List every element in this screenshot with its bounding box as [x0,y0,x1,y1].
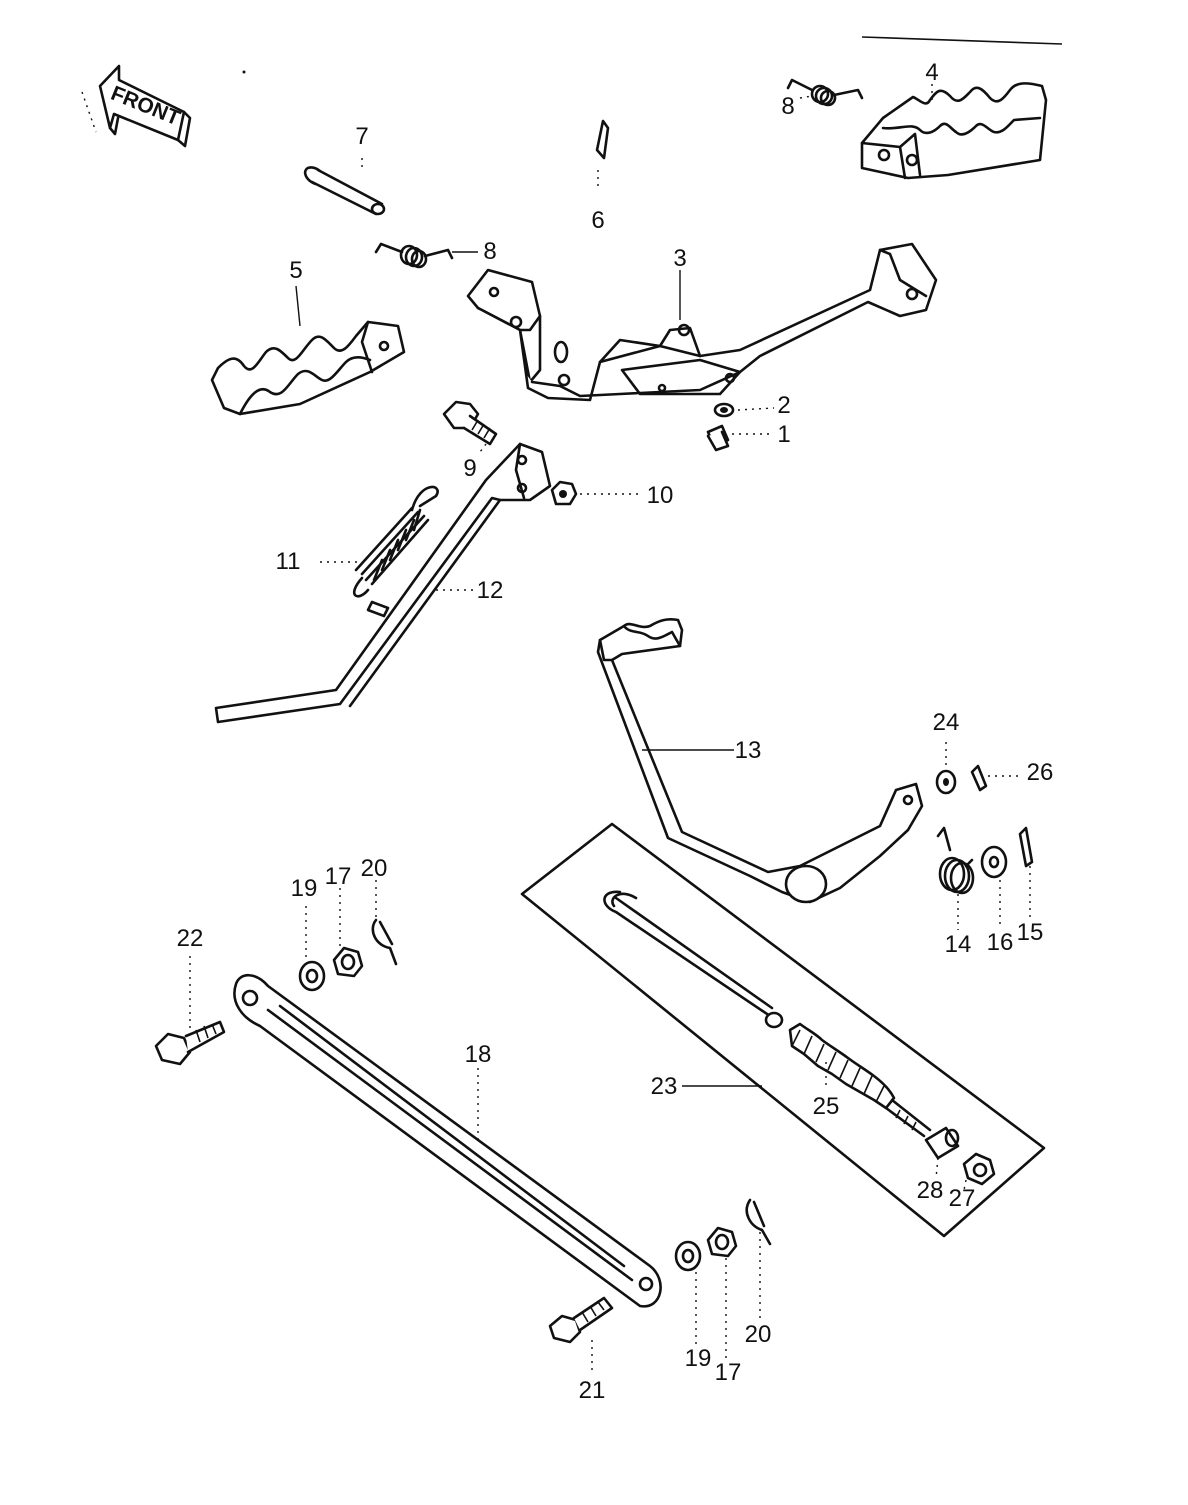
callout-11: 11 [276,548,301,575]
nut-17-lower [706,1226,738,1258]
callout-2: 2 [777,392,790,419]
side-stand-bolt [442,400,498,446]
callout-17-upper: 17 [325,863,352,890]
washer-24 [935,769,957,795]
callout-17-lower: 17 [715,1359,742,1386]
callout-24: 24 [933,709,960,736]
callout-1: 1 [777,421,790,448]
brake-rod-assembly-box [520,822,1046,1238]
leader-lines [189,84,1031,1374]
callout-18: 18 [465,1041,492,1068]
callout-6: 6 [591,207,604,234]
washer-16 [980,845,1008,879]
callout-22: 22 [177,925,204,952]
callout-7: 7 [355,123,368,150]
side-stand-spring [352,485,439,598]
washer-small [713,402,735,418]
callout-4: 4 [925,59,938,86]
callout-3: 3 [673,245,686,272]
callout-19-upper: 19 [291,875,318,902]
washer-19-upper [298,960,326,992]
brake-pedal [596,617,924,904]
nut-17-upper [332,946,364,978]
cotter-pin [595,119,610,160]
callout-27: 27 [949,1185,976,1212]
callout-19-lower: 19 [685,1345,712,1372]
scan-edge-line [861,36,1063,45]
washer-19-lower [674,1240,702,1272]
torque-link [233,973,662,1308]
clevis-pin [303,166,386,216]
side-stand [214,442,552,724]
callout-5: 5 [289,257,302,284]
hex-nut [550,480,578,506]
callout-13: 13 [735,737,762,764]
bolt-21 [548,1296,614,1344]
callout-20-lower: 20 [745,1321,772,1348]
callout-labels: 1 2 3 4 5 6 7 8 8 9 10 11 12 13 14 15 16… [177,59,1054,1404]
torsion-spring-upper [786,78,864,107]
left-footpeg [210,320,406,416]
callout-23: 23 [651,1073,678,1100]
callout-20-upper: 20 [361,855,388,882]
callout-8-mid: 8 [483,238,496,265]
callout-21: 21 [579,1377,606,1404]
front-arrow-icon: FRONT [81,64,192,148]
callout-14: 14 [945,931,972,958]
small-bolt [706,424,730,452]
callout-28: 28 [917,1177,944,1204]
bolt-22 [154,1020,226,1066]
callout-25: 25 [813,1093,840,1120]
wing-nut [962,1152,996,1186]
callout-26: 26 [1027,759,1054,786]
callout-15: 15 [1017,919,1044,946]
callout-12: 12 [477,577,504,604]
footpeg-bracket [466,242,938,402]
callout-8-upper: 8 [781,93,794,120]
brake-rod-collar [924,1126,960,1160]
cotter-pin-15 [1018,826,1034,868]
clip-20-upper [371,918,398,966]
callout-10: 10 [647,482,674,509]
callout-9: 9 [463,455,476,482]
scan-speck [242,70,246,74]
return-spring-14 [936,826,975,895]
clip-20-lower [745,1198,772,1246]
right-footpeg [860,82,1048,180]
callout-16: 16 [987,929,1014,956]
torsion-spring-mid [374,242,454,269]
cotter-pin-26 [970,764,988,792]
